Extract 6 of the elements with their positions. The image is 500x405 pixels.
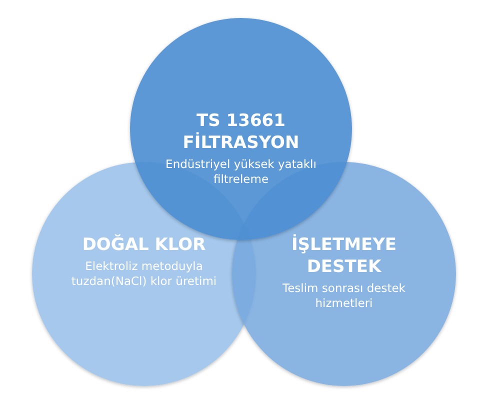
circle-description: Elektroliz metoduyla tuzdan(NaCl) klor üretimi [70, 259, 218, 289]
circle-heading: DOĞAL KLOR [81, 234, 207, 256]
circle-description: Teslim sonrası destek hizmetleri [282, 281, 406, 311]
circle-heading: İŞLETMEYE DESTEK [290, 234, 398, 278]
circle-description: Endüstriyel yüksek yataklı filtreleme [164, 157, 318, 187]
circle-heading: TS 13661 FİLTRASYON [182, 110, 300, 154]
